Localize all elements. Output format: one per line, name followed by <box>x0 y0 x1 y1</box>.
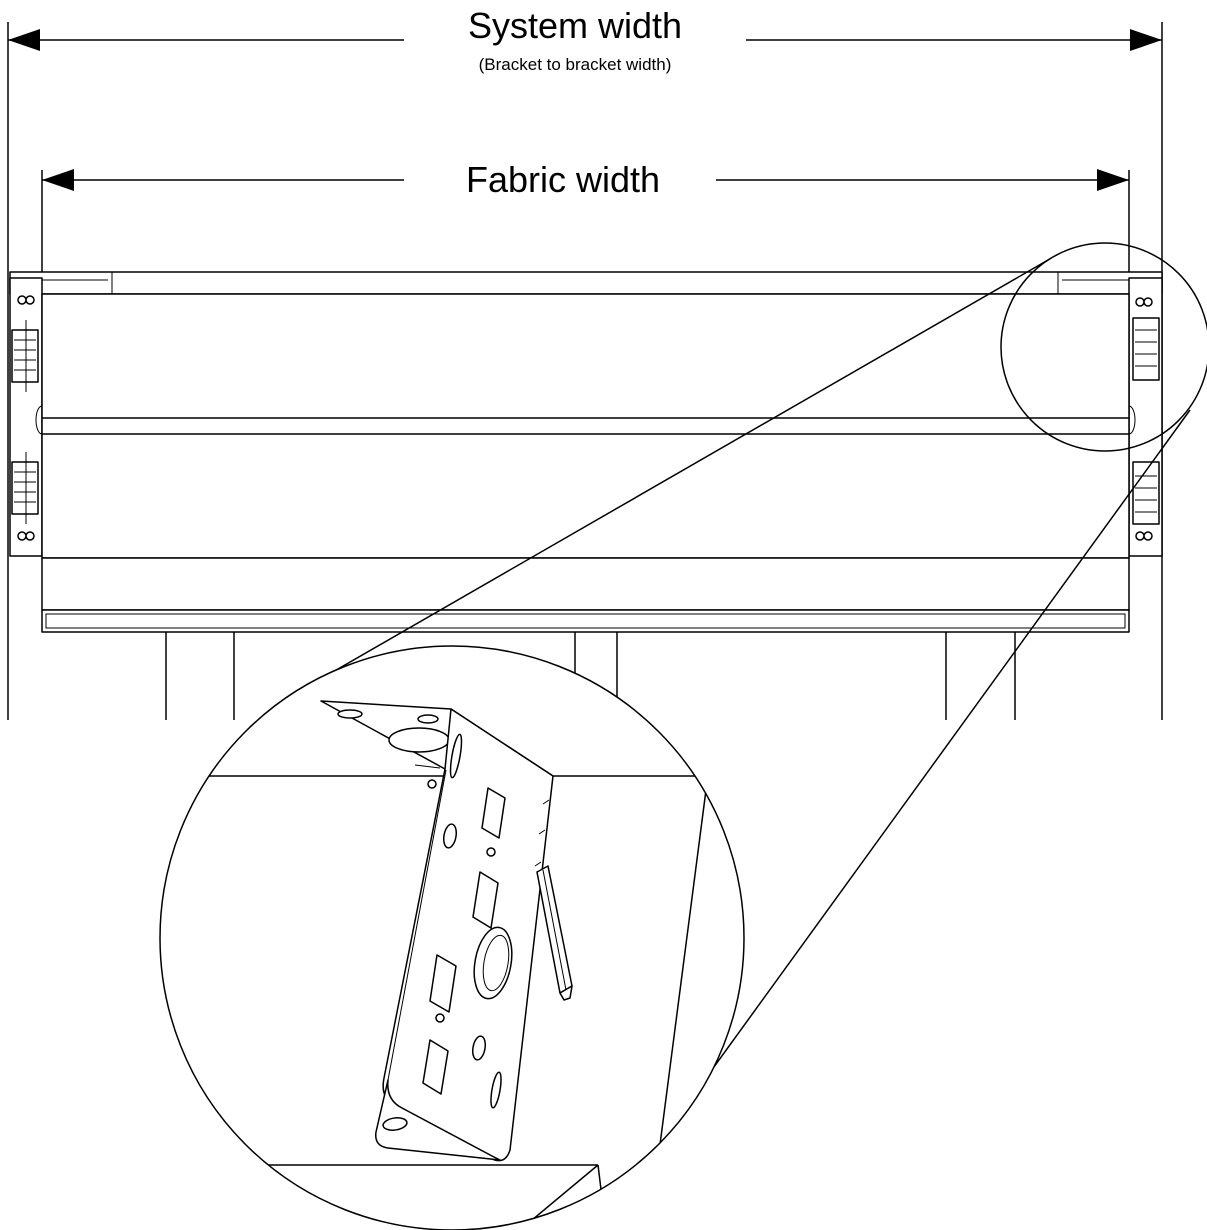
system-width-sublabel: (Bracket to bracket width) <box>479 55 672 74</box>
system-width-dimension: System width (Bracket to bracket width) <box>7 5 1163 720</box>
system-width-right-arrow-icon <box>1130 29 1162 51</box>
system-width-label: System width <box>468 5 682 46</box>
bracket-slot-upper <box>481 787 506 839</box>
leader-line-upper <box>304 259 1049 689</box>
bracket-pin <box>536 865 573 1001</box>
left-bracket <box>9 277 49 557</box>
bottom-rail <box>41 557 1130 633</box>
leader-line-lower <box>689 409 1191 1101</box>
fabric-width-dimension: Fabric width <box>41 159 1130 272</box>
blind-assembly <box>9 271 1163 720</box>
detail-magnified-view <box>159 645 745 1230</box>
system-width-left-arrow-icon <box>8 29 40 51</box>
bracket-slot-lower <box>429 954 457 1013</box>
headrail-top <box>9 271 1163 295</box>
right-bracket <box>1122 277 1163 557</box>
bracket-slot-bottom <box>422 1039 449 1095</box>
detail-circle-outline <box>159 645 745 1230</box>
detail-callout <box>159 242 1207 1230</box>
fabric-width-right-arrow-icon <box>1097 169 1129 191</box>
fabric-panel <box>41 293 1130 559</box>
fabric-width-label: Fabric width <box>466 159 660 200</box>
detail-source-circle <box>1000 242 1207 452</box>
bracket-slot-middle <box>472 871 499 929</box>
fabric-width-left-arrow-icon <box>42 169 74 191</box>
